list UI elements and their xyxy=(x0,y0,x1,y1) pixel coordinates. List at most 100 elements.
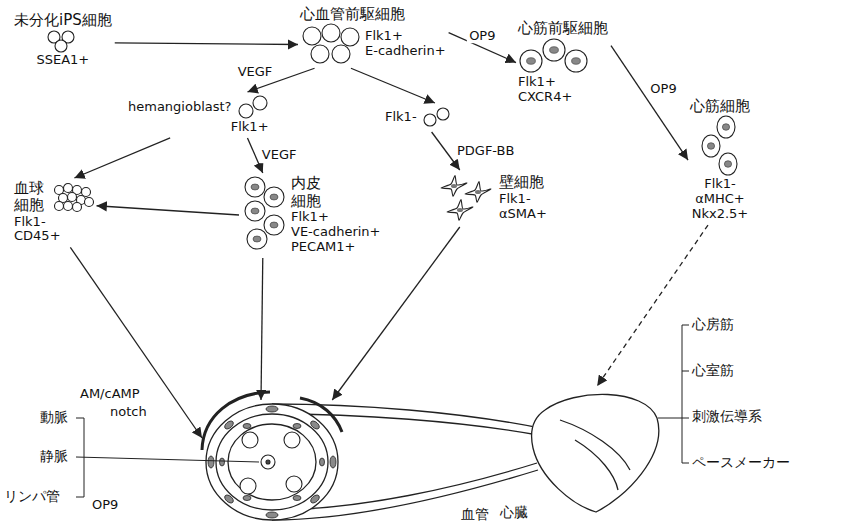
annotation-label: 動脈 xyxy=(40,409,68,426)
annotation-label: 心室筋 xyxy=(692,362,734,379)
cell-group: 心筋細胞 Flk1-αMHC+Nkx2.5+ xyxy=(690,98,750,222)
cell xyxy=(55,40,67,52)
text-column: 心筋前駆細胞 xyxy=(518,20,608,37)
edge-label: OP9 xyxy=(467,28,497,44)
text-column: 内皮 細胞Flk1+VE-cadherin+PECAM1+ xyxy=(291,175,381,254)
cell-icon xyxy=(518,37,590,75)
blood-cell xyxy=(286,476,302,492)
cell xyxy=(702,135,720,157)
heart-outline xyxy=(532,394,659,512)
cell-nucleus xyxy=(251,208,259,214)
cell-name: 血球 細胞 xyxy=(14,180,46,215)
marker-text: Flk1+ xyxy=(518,75,556,90)
annotation-label: リンパ管 xyxy=(4,488,60,505)
cell-nucleus xyxy=(270,222,278,228)
cell-row: Flk1+E-cadherin+ xyxy=(300,23,446,65)
cell xyxy=(719,153,737,175)
endothelial-nucleus xyxy=(243,424,251,429)
mural-cell xyxy=(465,182,491,203)
mural-cell xyxy=(447,200,473,221)
cell-row xyxy=(518,37,590,75)
blood-cell xyxy=(261,455,275,469)
cell xyxy=(437,108,449,120)
text-column: 心筋細胞 xyxy=(690,98,750,115)
cell-row xyxy=(45,29,81,53)
text-column: Flk1- xyxy=(385,110,417,125)
annotation-label: notch xyxy=(110,404,147,420)
cell xyxy=(84,198,93,207)
cell-row: 壁細胞Flk1-αSMA+ xyxy=(438,172,547,224)
marker-text: Flk1- xyxy=(14,215,46,230)
mural-cell xyxy=(441,176,467,197)
cell-row: 血球 細胞 xyxy=(14,180,95,215)
marker-text: SSEA1+ xyxy=(36,53,89,68)
cell-nucleus xyxy=(475,190,481,194)
arrow-connector xyxy=(70,247,202,438)
cell-nucleus xyxy=(270,194,278,200)
cell-name: 未分化iPS細胞 xyxy=(14,12,112,29)
heart-line xyxy=(575,440,618,490)
leader-line xyxy=(658,418,682,419)
cell-nucleus xyxy=(457,208,463,212)
pericyte-nucleus xyxy=(208,456,214,468)
arrow-connector xyxy=(597,225,708,386)
cell-nucleus xyxy=(572,58,581,65)
annotation-label: ペースメーカー xyxy=(692,454,790,471)
annotation-label: 心房筋 xyxy=(692,316,734,333)
arrow-connector xyxy=(97,206,240,215)
text-column: Flk1-αMHC+Nkx2.5+ xyxy=(692,177,749,222)
leader-line xyxy=(76,457,259,462)
cell-row xyxy=(698,115,742,177)
cell xyxy=(543,39,565,61)
text-column: hemangioblast? xyxy=(128,100,232,115)
pericyte-nucleus xyxy=(309,419,321,430)
arrow-connector xyxy=(351,68,435,103)
cell-group: hemangioblast? Flk1+ xyxy=(128,94,269,135)
endothelial-ring xyxy=(216,414,328,510)
blood-cell xyxy=(240,478,256,494)
pericyte-nucleus xyxy=(266,406,278,412)
arrow-connector xyxy=(611,46,688,160)
text-column: 壁細胞Flk1-αSMA+ xyxy=(499,174,547,221)
cell-group: 壁細胞Flk1-αSMA+ xyxy=(438,172,547,224)
cell xyxy=(247,229,267,249)
marker-text: αMHC+ xyxy=(695,192,745,207)
marker-text: Flk1+ xyxy=(231,120,269,135)
marker-text: PECAM1+ xyxy=(291,240,355,255)
vessel-cross-section xyxy=(206,404,338,520)
pericyte-nucleus xyxy=(266,512,278,518)
annotation-label: 静脈 xyxy=(40,448,68,465)
pericyte-nucleus xyxy=(309,493,321,504)
marker-text: Flk1+ xyxy=(291,210,329,225)
annotation-label: 刺激伝導系 xyxy=(692,408,762,425)
endothelial-nucleus xyxy=(293,424,301,429)
cell xyxy=(63,184,72,193)
cell-nucleus xyxy=(451,184,457,188)
text-column: 心血管前駆細胞 xyxy=(300,6,405,23)
cell xyxy=(245,177,265,197)
cell-group: 心血管前駆細胞 Flk1+E-cadherin+ xyxy=(300,6,446,65)
pericyte-nucleus xyxy=(223,419,235,430)
endothelial-nucleus xyxy=(243,496,251,501)
cell-nucleus xyxy=(251,184,259,190)
cell xyxy=(322,24,340,42)
cell xyxy=(264,215,284,235)
cell-name: 血管 xyxy=(461,506,489,522)
cell-icon xyxy=(422,105,452,129)
cell-icon xyxy=(45,29,81,53)
cell xyxy=(332,45,350,63)
cell-nucleus xyxy=(724,161,731,168)
cell-group: 未分化iPS細胞 SSEA1+ xyxy=(14,12,112,68)
cell-icon xyxy=(237,94,269,120)
text-column: 血球 細胞 xyxy=(14,180,46,215)
text-column: 心臓 xyxy=(500,504,528,520)
annotation-label: OP9 xyxy=(92,497,118,513)
cell-name: 内皮 細胞 xyxy=(291,175,323,210)
edge-label: VEGF xyxy=(260,148,299,164)
text-column: Flk1+E-cadherin+ xyxy=(365,29,446,59)
cell-group: 血球 細胞Flk1-CD45+ xyxy=(14,180,95,244)
cell xyxy=(81,188,90,197)
